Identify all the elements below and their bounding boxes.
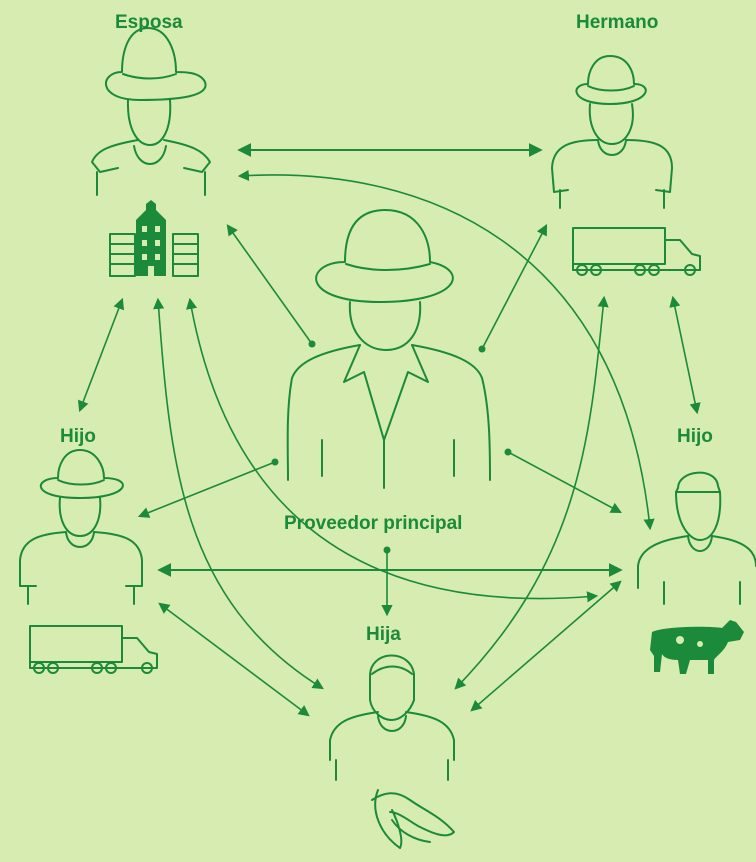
label-hermano: Hermano bbox=[576, 12, 659, 33]
label-hija: Hija bbox=[366, 624, 401, 645]
hijo-right-figure bbox=[637, 471, 756, 605]
label-hijo-left: Hijo bbox=[60, 426, 96, 447]
hijo-left-figure bbox=[19, 449, 143, 605]
label-esposa: Esposa bbox=[115, 12, 183, 33]
cow-icon bbox=[650, 620, 744, 674]
proveedor-figure bbox=[286, 209, 491, 489]
truck-icon-right bbox=[572, 227, 701, 276]
hermano-figure bbox=[551, 55, 673, 209]
grain-silo-icon bbox=[109, 200, 199, 277]
hija-figure bbox=[329, 654, 455, 781]
relationship-arrows bbox=[77, 143, 701, 717]
truck-icon-left bbox=[29, 625, 158, 674]
soybean-plant-icon bbox=[371, 789, 455, 849]
esposa-figure bbox=[91, 27, 211, 196]
label-hijo-right: Hijo bbox=[677, 426, 713, 447]
